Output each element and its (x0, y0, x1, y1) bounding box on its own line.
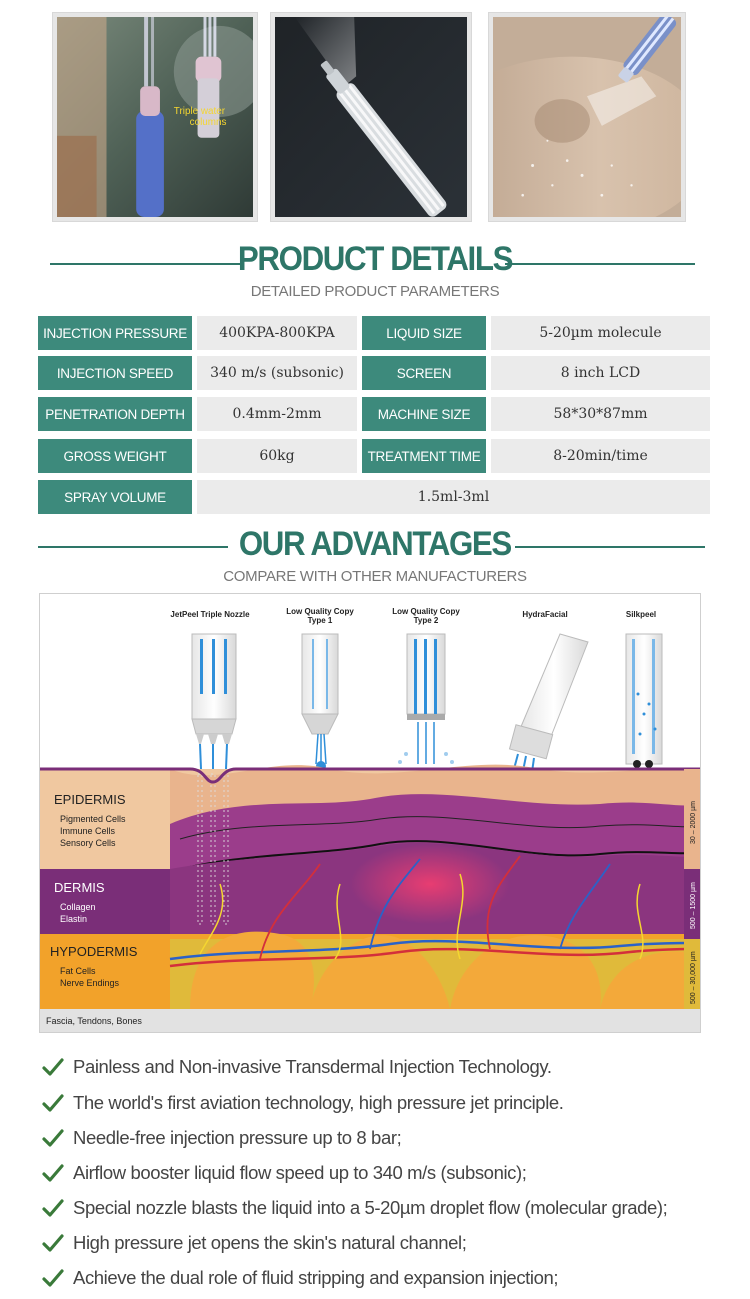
title-rule-right (505, 263, 695, 265)
advantage-text: Painless and Non-invasive Transdermal In… (73, 1056, 552, 1077)
param-value: 1.5ml-3ml (197, 480, 710, 514)
hypodermis-title: HYPODERMIS (50, 944, 138, 959)
nozzle-label-jetpeel: JetPeel Triple Nozzle (170, 610, 250, 619)
list-item: High pressure jet opens the skin's natur… (42, 1228, 467, 1258)
check-icon (42, 1269, 64, 1287)
check-icon (42, 1199, 64, 1217)
param-label: LIQUID SIZE (362, 316, 486, 350)
param-value: 0.4mm-2mm (197, 397, 357, 431)
advantage-text: Airflow booster liquid flow speed up to … (73, 1162, 527, 1183)
hypodermis-range: 500 – 30,000 µm (690, 951, 697, 1004)
param-value: 58*30*87mm (491, 397, 710, 431)
dermis-title: DERMIS (54, 880, 105, 895)
param-value: 8-20min/time (491, 439, 710, 473)
advantage-text: The world's first aviation technology, h… (73, 1092, 564, 1113)
check-icon (42, 1234, 64, 1252)
check-icon (42, 1129, 64, 1147)
advantages-title: OUR ADVANTAGES (238, 525, 512, 563)
advantage-text: Achieve the dual role of fluid stripping… (73, 1267, 559, 1288)
epidermis-item: Sensory Cells (60, 838, 116, 848)
title-rule-left (38, 546, 228, 548)
param-label: GROSS WEIGHT (38, 439, 192, 473)
nozzle-label-silkpeel: Silkpeel (626, 610, 656, 619)
copy2-nozzle (398, 633, 454, 782)
list-item: Needle-free injection pressure up to 8 b… (42, 1123, 402, 1153)
table-row: SPRAY VOLUME 1.5ml-3ml (38, 480, 710, 514)
param-value: 400KPA-800KPA (197, 316, 357, 350)
advantage-text: High pressure jet opens the skin's natur… (73, 1232, 467, 1253)
list-item: Painless and Non-invasive Transdermal In… (42, 1052, 552, 1082)
param-label: MACHINE SIZE (362, 397, 486, 431)
fascia-label: Fascia, Tendons, Bones (46, 1016, 142, 1026)
epidermis-item: Pigmented Cells (60, 814, 126, 824)
list-item: Airflow booster liquid flow speed up to … (42, 1158, 527, 1188)
check-icon (42, 1094, 64, 1112)
param-value: 5-20µm molecule (491, 316, 710, 350)
param-value: 60kg (197, 439, 357, 473)
hypodermis-item: Nerve Endings (60, 978, 120, 988)
list-item: The world's first aviation technology, h… (42, 1088, 564, 1118)
product-photos: Triple water columns (52, 12, 686, 222)
hypodermis-item: Fat Cells (60, 966, 96, 976)
dermis-range: 500 – 1500 µm (690, 882, 697, 929)
title-rule-right (515, 546, 705, 548)
epidermis-item: Immune Cells (60, 826, 116, 836)
product-details-heading: PRODUCT DETAILS DETAILED PRODUCT PARAMET… (0, 240, 750, 300)
dermis-item: Collagen (60, 902, 96, 912)
photo-caption-line2: columns (190, 117, 227, 128)
epidermis-range: 30 – 2000 µm (690, 801, 697, 844)
table-row: PENETRATION DEPTH 0.4mm-2mm MACHINE SIZE… (38, 397, 710, 431)
param-label: PENETRATION DEPTH (38, 397, 192, 431)
param-value: 340 m/s (subsonic) (197, 356, 357, 390)
photo-caption-line1: Triple water (174, 106, 226, 117)
table-row: GROSS WEIGHT 60kg TREATMENT TIME 8-20min… (38, 439, 710, 473)
hydrafacial-nozzle (508, 633, 589, 773)
param-label: SPRAY VOLUME (38, 480, 192, 514)
param-value: 8 inch LCD (491, 356, 710, 390)
title-rule-left (50, 263, 240, 265)
table-row: INJECTION SPEED 340 m/s (subsonic) SCREE… (38, 356, 710, 390)
advantage-text: Special nozzle blasts the liquid into a … (73, 1197, 668, 1218)
nozzle-label-hydrafacial: HydraFacial (522, 610, 567, 619)
check-icon (42, 1058, 64, 1076)
list-item: Special nozzle blasts the liquid into a … (42, 1193, 668, 1223)
advantage-text: Needle-free injection pressure up to 8 b… (73, 1127, 402, 1148)
table-row: INJECTION PRESSURE 400KPA-800KPA LIQUID … (38, 316, 710, 350)
photo-nozzle-spray (270, 12, 472, 222)
silkpeel-nozzle (625, 633, 663, 768)
check-icon (42, 1164, 64, 1182)
param-label: INJECTION PRESSURE (38, 316, 192, 350)
param-label: SCREEN (362, 356, 486, 390)
list-item: Achieve the dual role of fluid stripping… (42, 1263, 559, 1293)
dermis-item: Elastin (60, 914, 87, 924)
advantages-subtitle: COMPARE WITH OTHER MANUFACTURERS (223, 568, 527, 585)
param-label: INJECTION SPEED (38, 356, 192, 390)
product-details-title: PRODUCT DETAILS (237, 240, 514, 278)
param-label: TREATMENT TIME (362, 439, 486, 473)
photo-triple-water-columns: Triple water columns (52, 12, 258, 222)
advantages-heading: OUR ADVANTAGES COMPARE WITH OTHER MANUFA… (0, 525, 750, 585)
photo-skin-spray (488, 12, 686, 222)
product-details-subtitle: DETAILED PRODUCT PARAMETERS (250, 283, 500, 300)
fascia-layer (40, 1009, 700, 1032)
epidermis-title: EPIDERMIS (54, 792, 126, 807)
